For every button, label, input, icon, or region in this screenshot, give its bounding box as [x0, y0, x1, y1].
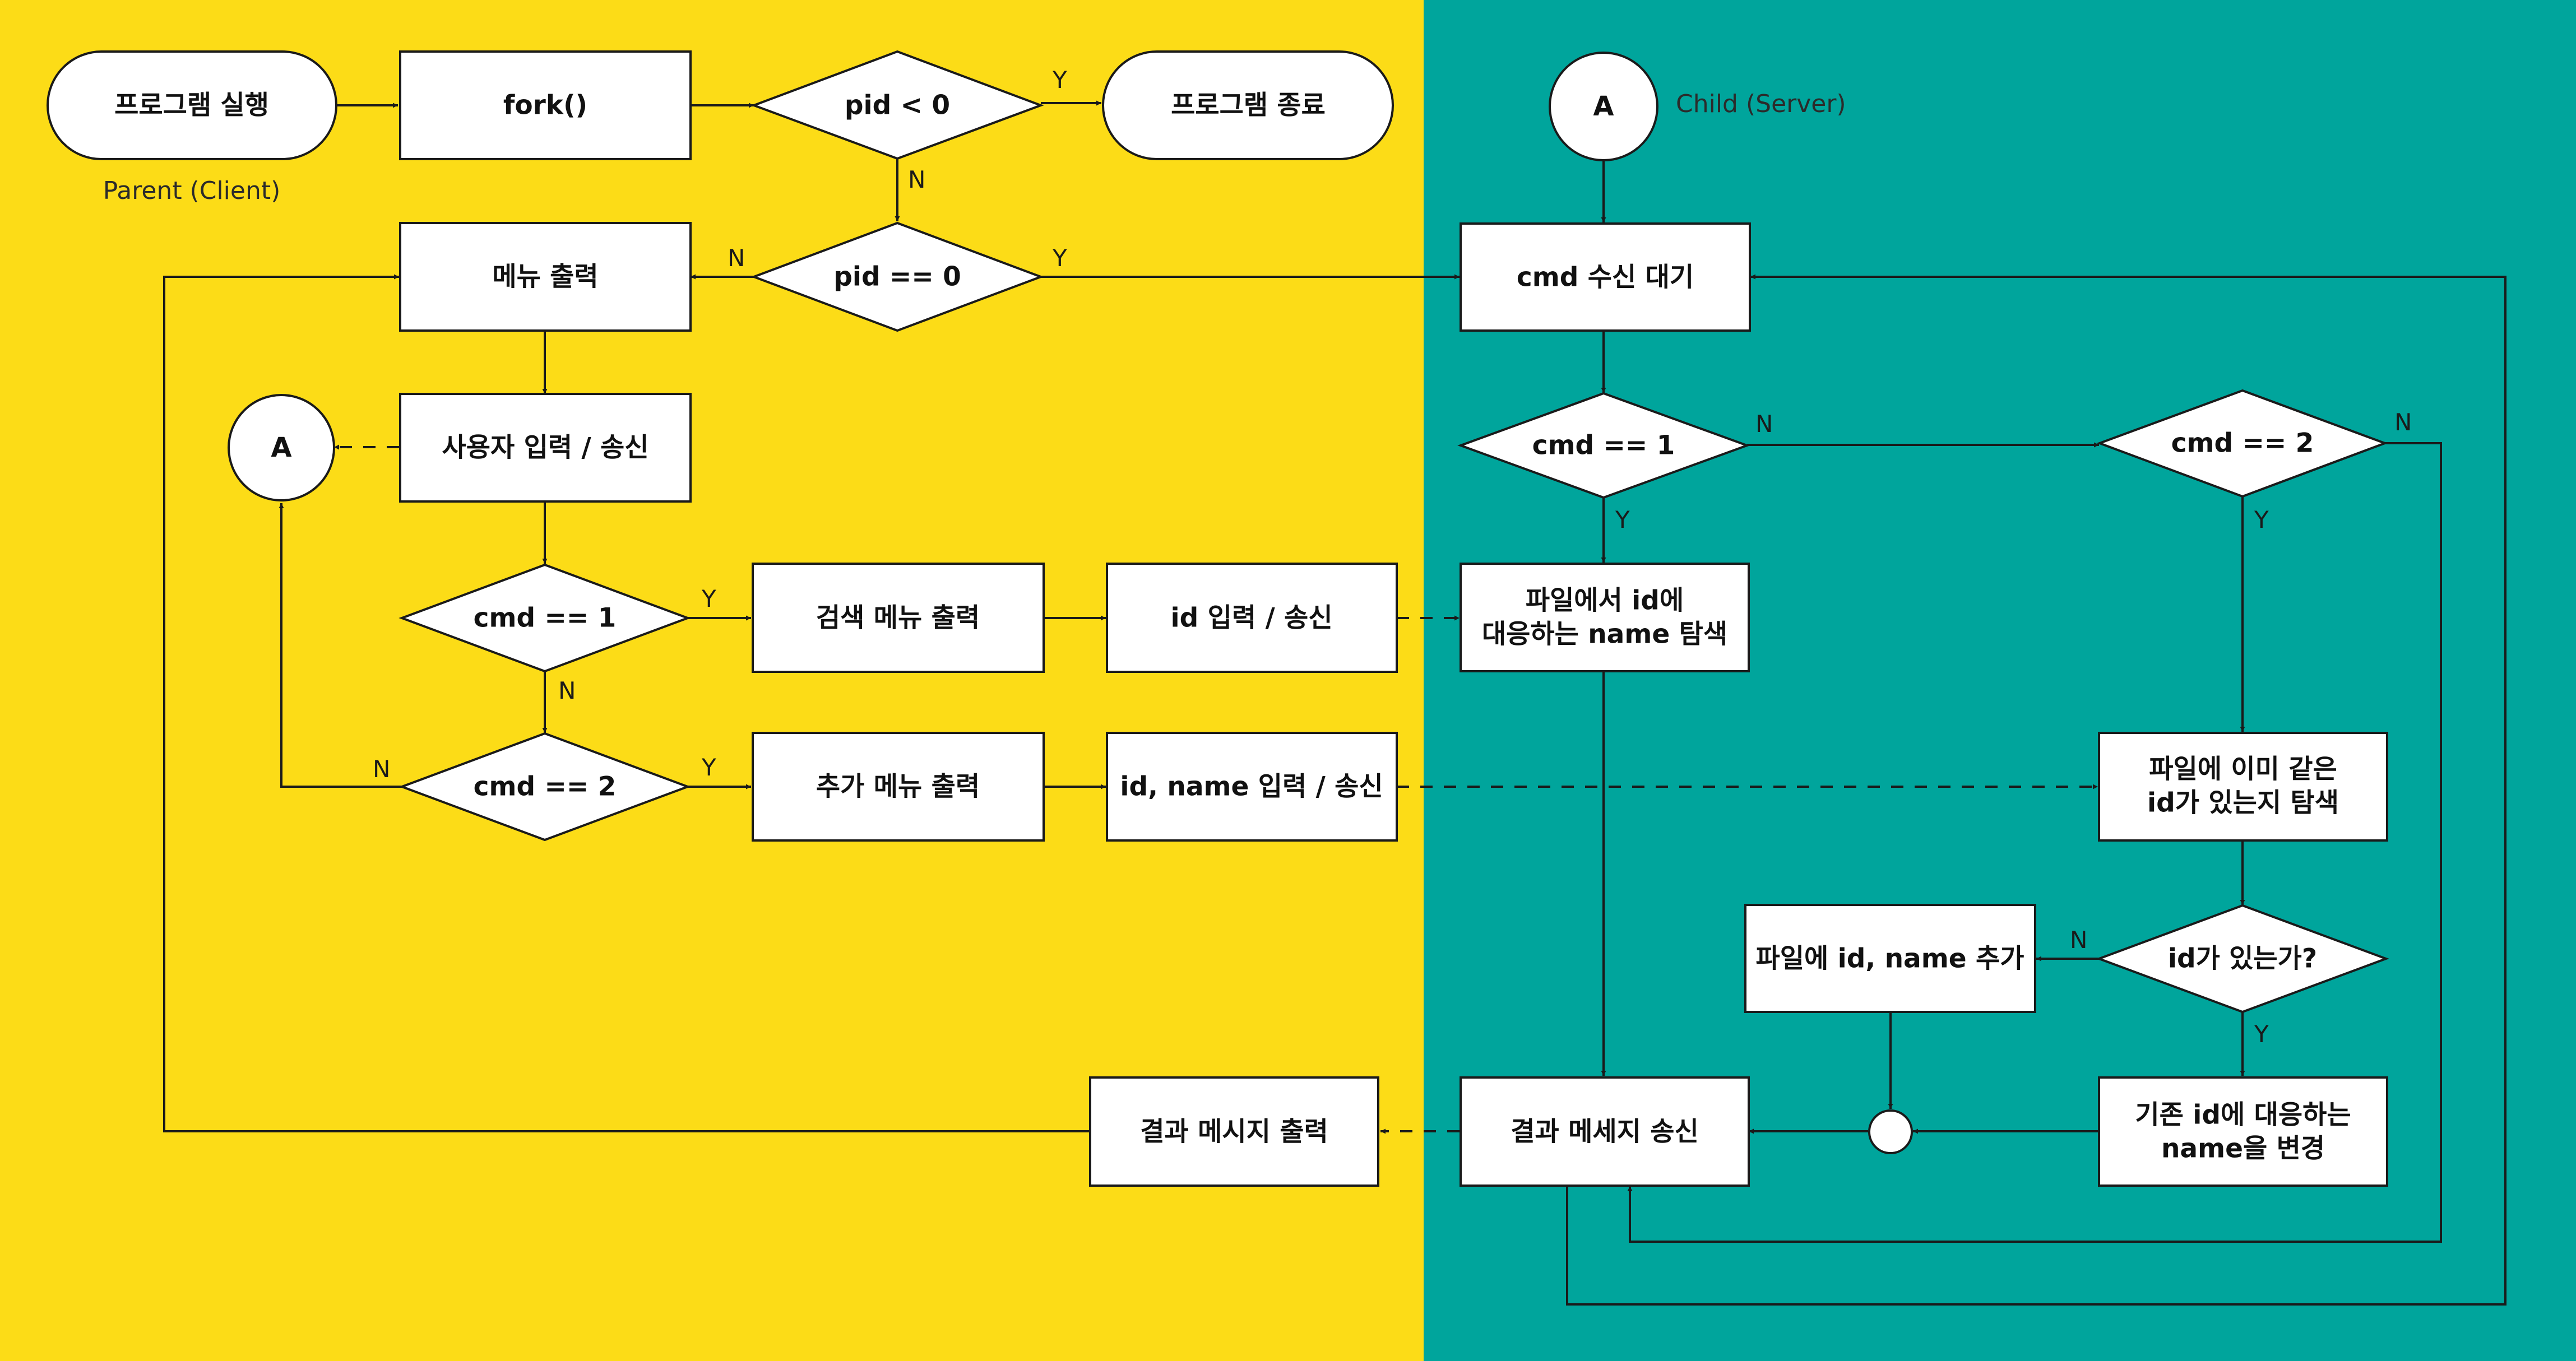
decision-pid-eq0-label: pid == 0	[833, 262, 961, 292]
label-id-exists-yes: Y	[2254, 1020, 2269, 1048]
label-server-cmd1-no: N	[1755, 410, 1773, 438]
connector-a-server	[1549, 52, 1658, 161]
label-client-cmd2-no: N	[373, 755, 390, 783]
node-id-input	[1106, 563, 1398, 673]
node-idname-input	[1106, 732, 1398, 842]
label-server-cmd2-yes: Y	[2254, 506, 2269, 533]
node-add-to-file-label: 파일에 id, name 추가	[1756, 944, 2024, 974]
label-pid-eq0-no: N	[728, 244, 745, 272]
connector-a-client-label: A	[271, 432, 291, 463]
label-pid-lt0-yes: Y	[1052, 66, 1067, 94]
client-region-label: Parent (Client)	[103, 176, 281, 205]
decision-client-cmd1	[399, 563, 691, 673]
edges	[163, 100, 2506, 1306]
decision-client-cmd2	[399, 732, 691, 842]
node-add-menu-label: 추가 메뉴 출력	[816, 772, 980, 802]
decision-server-cmd2-label: cmd == 2	[2171, 428, 2314, 459]
node-check-id-file-label-2: id가 있는지 탐색	[2147, 788, 2339, 819]
node-id-input-label: id 입력 / 송신	[1171, 603, 1333, 634]
decision-server-cmd1	[1457, 392, 1750, 499]
edge-resultprint-menu	[163, 274, 1089, 1132]
edge-cmd2-connector	[279, 503, 402, 788]
edge-sendresult-cmdwait	[1566, 274, 2506, 1306]
connector-a-client	[228, 394, 335, 501]
node-idname-input-label: id, name 입력 / 송신	[1120, 772, 1383, 802]
label-server-cmd1-yes: Y	[1615, 506, 1630, 533]
merge-point	[1868, 1109, 1913, 1154]
label-client-cmd2-yes: Y	[701, 754, 716, 781]
node-fork-label: fork()	[503, 90, 587, 121]
decision-pid-lt0	[750, 50, 1044, 160]
node-check-id-file-label-1: 파일에 이미 같은	[2149, 754, 2337, 785]
node-user-input-label: 사용자 입력 / 송신	[442, 433, 649, 463]
decision-id-exists-label: id가 있는가?	[2168, 944, 2317, 974]
decision-server-cmd2	[2096, 389, 2388, 498]
label-pid-lt0-no: N	[908, 166, 925, 193]
decision-pid-eq0	[750, 221, 1044, 332]
decision-pid-lt0-label: pid < 0	[845, 90, 950, 121]
label-pid-eq0-yes: Y	[1052, 244, 1067, 272]
node-update-name-label-1: 기존 id에 대응하는	[2135, 1100, 2351, 1131]
node-end	[1102, 50, 1394, 160]
node-start	[47, 50, 337, 160]
node-cmd-wait	[1460, 222, 1751, 332]
label-client-cmd1-yes: Y	[701, 585, 716, 612]
node-add-to-file	[1744, 904, 2036, 1013]
node-check-id-file	[2098, 732, 2388, 842]
node-search-file-label-1: 파일에서 id에	[1526, 586, 1684, 616]
node-update-name-label-2: name을 변경	[2161, 1134, 2325, 1164]
node-search-menu	[752, 563, 1045, 673]
node-result-print-label: 결과 메시지 출력	[1140, 1117, 1328, 1148]
node-menu	[399, 222, 692, 332]
decision-client-cmd1-label: cmd == 1	[474, 603, 617, 634]
node-update-name	[2098, 1076, 2388, 1187]
edge-labels: Y N N Y Y N Y N N Y Y N N Y	[373, 66, 2412, 1048]
server-region-label: Child (Server)	[1676, 90, 1846, 118]
node-fork	[399, 50, 692, 160]
node-send-result	[1460, 1076, 1750, 1187]
edge-srvcmd2-sendresult	[1627, 442, 2442, 1243]
node-search-menu-label: 검색 메뉴 출력	[816, 603, 980, 634]
label-server-cmd2-no: N	[2394, 408, 2412, 436]
label-id-exists-no: N	[2070, 926, 2087, 954]
connector-a-server-label: A	[1593, 91, 1614, 122]
node-search-file-label-2: 대응하는 name 탐색	[1482, 619, 1727, 650]
node-result-print	[1089, 1076, 1379, 1187]
node-cmd-wait-label: cmd 수신 대기	[1517, 262, 1694, 293]
node-search-file	[1460, 563, 1750, 672]
node-add-menu	[752, 732, 1045, 842]
node-start-label: 프로그램 실행	[114, 90, 269, 121]
node-end-label: 프로그램 종료	[1171, 90, 1326, 121]
node-user-input	[399, 393, 692, 503]
node-menu-label: 메뉴 출력	[492, 262, 598, 292]
decision-client-cmd2-label: cmd == 2	[474, 772, 617, 802]
decision-server-cmd1-label: cmd == 1	[1532, 430, 1675, 461]
node-send-result-label: 결과 메세지 송신	[1511, 1117, 1698, 1148]
decision-id-exists	[2096, 904, 2389, 1014]
label-client-cmd1-no: N	[558, 677, 576, 704]
